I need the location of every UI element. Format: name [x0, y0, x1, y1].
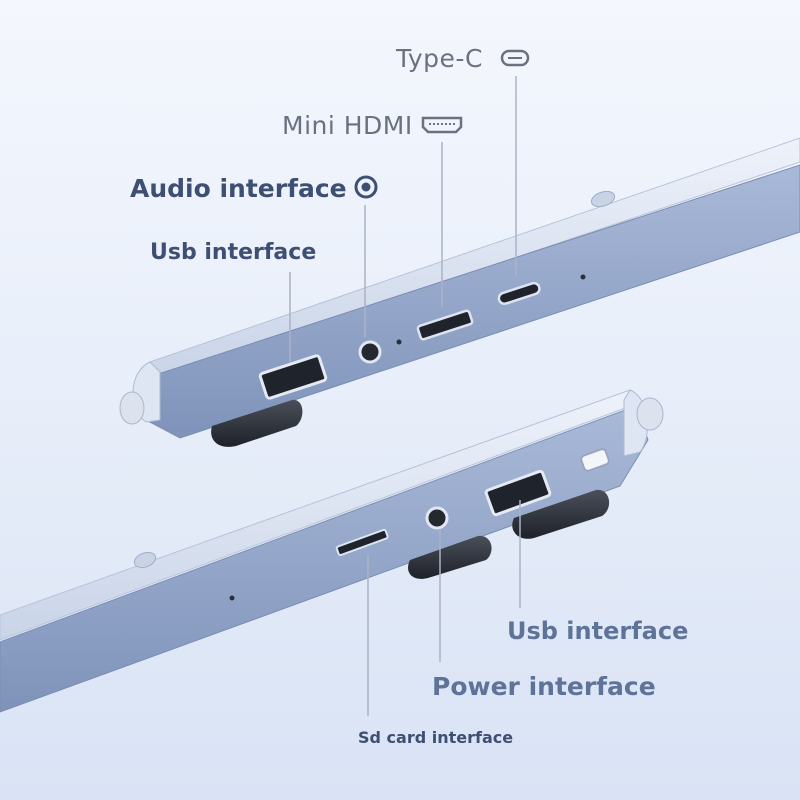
label-mini-hdmi: Mini HDMI	[282, 111, 413, 140]
bottom-laptop-body	[0, 405, 649, 713]
label-usb-interface-bottom: Usb interface	[507, 617, 689, 645]
bottom-lock-slot	[580, 448, 610, 472]
label-audio-interface: Audio interface	[130, 174, 347, 203]
bottom-usb-port	[484, 469, 552, 517]
top-audio-port	[358, 340, 382, 364]
top-laptop-body	[145, 164, 800, 439]
bottom-laptop	[0, 389, 664, 713]
bottom-power-port	[425, 506, 449, 530]
typec-icon	[500, 49, 530, 67]
bottom-rubber-foot-left	[408, 535, 492, 579]
bottom-rubber-foot-right	[512, 489, 610, 539]
top-lid-bump	[590, 190, 616, 208]
bottom-sd-slot	[335, 528, 389, 557]
label-sd-card-interface: Sd card interface	[358, 728, 514, 747]
hdmi-icon	[421, 116, 463, 134]
top-indicator-dot	[396, 339, 402, 345]
label-usb-interface-top: Usb interface	[150, 240, 317, 265]
top-mic-dot	[580, 274, 586, 280]
top-typec-port	[497, 281, 541, 306]
bottom-hinge-knob	[636, 397, 664, 431]
bottom-lid-bump	[133, 551, 157, 569]
label-type-c: Type-C	[396, 44, 483, 73]
audio-jack-icon	[354, 175, 378, 199]
top-usb-port	[258, 354, 328, 400]
top-hinge-knob	[119, 391, 145, 425]
leader-lines	[289, 76, 521, 716]
top-hdmi-port	[416, 309, 474, 341]
bottom-indicator-dot	[229, 595, 235, 601]
top-rubber-foot	[211, 399, 303, 447]
top-laptop	[119, 137, 800, 447]
label-power-interface: Power interface	[432, 672, 656, 701]
